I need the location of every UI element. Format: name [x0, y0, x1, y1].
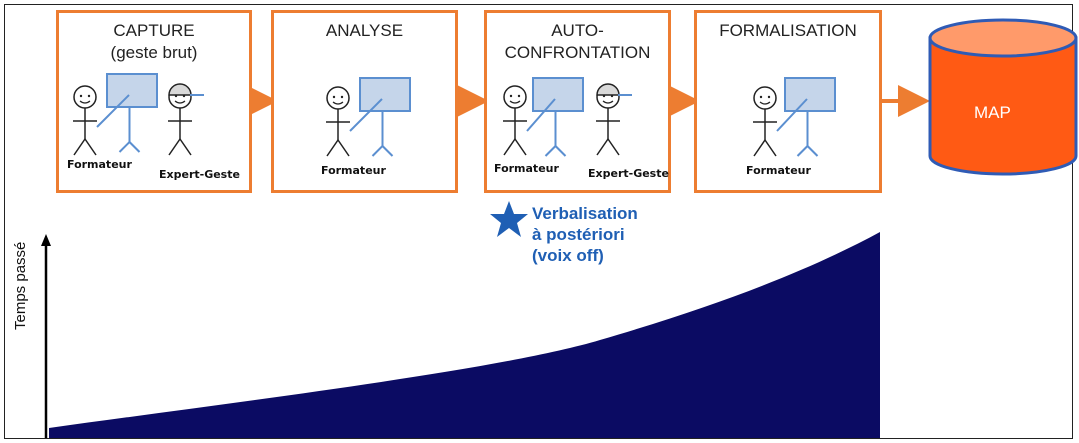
figure-label: Formateur [321, 164, 386, 177]
figure-label: Formateur [494, 162, 559, 175]
stage-title: AUTO- CONFRONTATION [504, 21, 651, 62]
map-label: MAP [974, 103, 1011, 122]
figure-label: Expert-Geste [588, 167, 669, 180]
y-axis-arrowhead [41, 234, 51, 246]
star-icon [490, 201, 528, 237]
illustration-group [503, 77, 632, 157]
stage-title: ANALYSE [325, 21, 404, 40]
stage-title: FORMALISATION [719, 21, 857, 40]
diagram-frame [4, 4, 1073, 439]
figure-label: Expert-Geste [159, 168, 240, 181]
time-area-fill [49, 232, 880, 438]
figure-label: Formateur [746, 164, 811, 177]
figure-label: Formateur [67, 158, 132, 171]
verbalisation-annotation: Verbalisation à postériori (voix off) [532, 204, 638, 265]
stage-title: CAPTURE (geste brut) [110, 21, 198, 62]
illustration-group [73, 73, 204, 156]
illustration-group [753, 77, 836, 157]
y-axis-label: Temps passé [12, 241, 29, 330]
stage-capture: CAPTURE (geste brut) [56, 10, 252, 193]
illustration-group [326, 77, 411, 157]
map-database-icon [928, 18, 1078, 176]
